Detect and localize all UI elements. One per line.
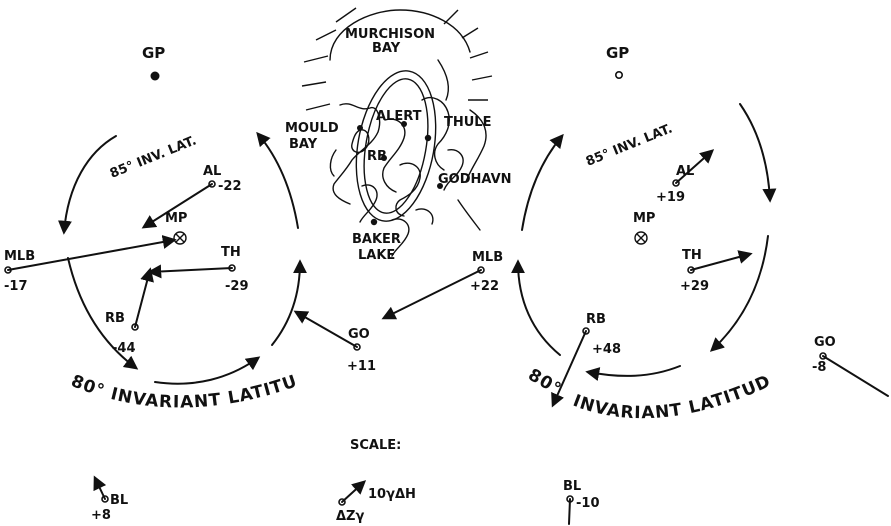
map-baker-lake-dot: [370, 218, 378, 226]
map-alert-dot: [401, 121, 407, 127]
map-rb-label: RB: [367, 149, 387, 164]
left-mp-label: MP: [165, 211, 187, 226]
left-85-arc-bottom: [154, 356, 261, 385]
left-al-name: AL: [203, 164, 221, 179]
left-mlb-name: MLB: [4, 249, 35, 264]
scale-title: SCALE:: [350, 438, 401, 453]
center-map: MURCHISON BAY MOULD BAY ALERT THULE RB G…: [285, 7, 512, 263]
right-80-num-label: 80°: [525, 365, 565, 400]
map-mould-bay-label: BAY: [289, 137, 318, 152]
left-85-arc-right: [271, 259, 307, 346]
right-mp-label: MP: [633, 211, 655, 226]
right-al-value: +19: [656, 190, 685, 205]
left-al-value: -22: [218, 179, 242, 194]
map-radial-ticks: [301, 7, 493, 111]
right-mlb-vector: [381, 269, 482, 320]
left-rb-name: RB: [105, 311, 125, 326]
left-mlb-value: -17: [4, 279, 28, 294]
left-mlb-vector: [7, 235, 177, 271]
scale-h-label: 10γΔH: [368, 487, 416, 502]
map-baker-label: BAKER: [352, 232, 401, 247]
right-al-name: AL: [676, 164, 694, 179]
right-al-vector: [675, 149, 715, 184]
right-85-arc-right: [709, 235, 769, 352]
right-mlb-value: +22: [470, 279, 499, 294]
map-mould-bay-dot: [357, 125, 363, 131]
left-mp-marker-icon: [173, 231, 187, 245]
left-go-vector: [293, 310, 358, 348]
right-go-value: -8: [812, 360, 826, 375]
map-mould-label: MOULD: [285, 121, 339, 136]
right-85-arc-top-left: [521, 133, 564, 231]
left-panel: GP 85° INV. LAT. MP AL -22 MLB -17 TH -2…: [0, 0, 376, 523]
map-murchison-label: MURCHISON: [345, 27, 435, 42]
right-go-name: GO: [814, 335, 836, 350]
left-85-arc-top-right: [256, 131, 299, 229]
left-go-name: GO: [348, 327, 370, 342]
left-bl-value: +8: [91, 508, 111, 523]
map-thule-dot: [424, 134, 432, 142]
right-go-vector: [822, 355, 889, 397]
left-bl-name: BL: [110, 493, 128, 508]
left-rb-value: -44: [112, 341, 136, 356]
map-oval-inner: [363, 78, 429, 214]
right-rb-name: RB: [586, 312, 606, 327]
left-85-lat-label: 85° INV. LAT.: [108, 133, 199, 181]
right-rb-value: +48: [592, 342, 621, 357]
right-th-name: TH: [682, 248, 702, 263]
map-coastlines: [329, 59, 487, 257]
scale-legend: SCALE: 10γΔH ΔZγ: [336, 438, 416, 524]
scale-z-label: ΔZγ: [336, 509, 364, 524]
map-godhavn-label: GODHAVN: [438, 172, 512, 187]
left-go-value: +11: [347, 359, 376, 374]
right-mlb-name: MLB: [472, 250, 503, 265]
map-outer-ring: [329, 9, 471, 61]
map-oval-outer: [355, 70, 437, 222]
right-85-arc-top-right: [739, 103, 777, 203]
left-bl-vector: [93, 475, 107, 500]
map-bay-label: BAY: [372, 41, 401, 56]
right-mp-marker-icon: [634, 231, 648, 245]
left-85-arc-left: [57, 135, 117, 235]
right-rb-vector: [551, 330, 587, 408]
right-th-vector: [690, 250, 753, 271]
right-bl-value: -10: [576, 496, 600, 511]
right-th-value: +29: [680, 279, 709, 294]
right-80-lat-label: INVARIANT LATITUDE: [0, 0, 773, 423]
map-thule-label: THULE: [444, 115, 491, 130]
left-85-arc-bottom-left: [67, 257, 139, 370]
right-gp-marker: [614, 71, 623, 80]
left-gp-marker: [150, 71, 160, 81]
right-85-lat-label: 85° INV. LAT.: [584, 121, 675, 169]
map-lake-label: LAKE: [358, 248, 395, 263]
right-85-arc-left: [511, 259, 561, 356]
right-85-arc-bottom: [585, 365, 681, 381]
right-gp-label: GP: [606, 44, 629, 62]
right-bl-name: BL: [563, 479, 581, 494]
left-th-vector: [147, 264, 233, 279]
left-al-vector: [141, 183, 213, 229]
left-gp-label: GP: [142, 44, 165, 62]
right-bl-vector: [568, 498, 571, 525]
left-th-value: -29: [225, 279, 249, 294]
scale-h-vector: [341, 480, 367, 503]
map-alert-label: ALERT: [376, 109, 422, 124]
map-godhavn-dot: [437, 183, 443, 189]
map-rb-dot: [381, 155, 387, 161]
left-rb-vector: [134, 267, 154, 328]
left-th-name: TH: [221, 245, 241, 260]
